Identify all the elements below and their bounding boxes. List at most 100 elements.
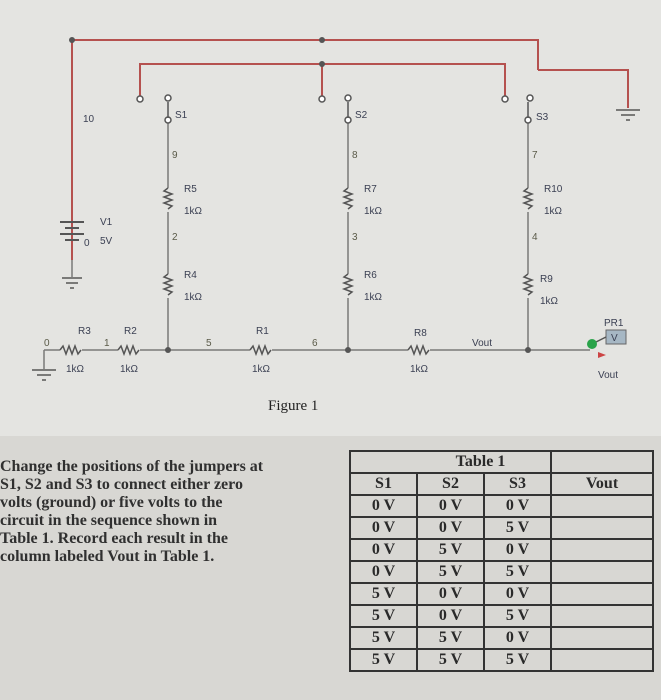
cell-s2: 5 V bbox=[416, 648, 485, 672]
cell-s1: 5 V bbox=[349, 648, 418, 672]
table-corner-cell bbox=[550, 450, 654, 473]
label-v1-value: 5V bbox=[100, 236, 113, 247]
cell-vout[interactable] bbox=[550, 604, 654, 628]
label-node5: 5 bbox=[206, 338, 212, 349]
junction-dot bbox=[165, 347, 171, 353]
wire-supply-rail bbox=[71, 39, 539, 260]
label-node8: 8 bbox=[352, 150, 358, 161]
probe-pr1 bbox=[587, 329, 627, 358]
label-r1: R1 bbox=[256, 326, 269, 337]
cell-vout[interactable] bbox=[550, 626, 654, 650]
figure-caption: Figure 1 bbox=[268, 398, 319, 414]
label-r4-value: 1kΩ bbox=[184, 292, 203, 303]
label-s1: S1 bbox=[175, 110, 188, 121]
label-r8-value: 1kΩ bbox=[410, 364, 429, 375]
cell-s1: 5 V bbox=[349, 626, 418, 650]
switch-s2-left-contact bbox=[344, 94, 352, 102]
header-s1: S1 bbox=[349, 472, 418, 496]
cell-s3: 0 V bbox=[483, 582, 552, 606]
wire-5v-branch bbox=[139, 63, 323, 96]
label-probe-vout: Vout bbox=[598, 370, 618, 381]
label-r7: R7 bbox=[364, 184, 377, 195]
label-node9: 9 bbox=[172, 150, 178, 161]
junction-dot bbox=[319, 37, 325, 43]
resistor-r5 bbox=[161, 187, 175, 210]
label-r3: R3 bbox=[78, 326, 91, 337]
label-vout-net: Vout bbox=[472, 338, 492, 349]
switch-s1-top-contact bbox=[136, 95, 144, 103]
switch-s3-top-contact bbox=[501, 95, 509, 103]
junction-dot bbox=[69, 37, 75, 43]
cell-s2: 5 V bbox=[416, 626, 485, 650]
label-r10: R10 bbox=[544, 184, 563, 195]
resistor-r1 bbox=[249, 343, 272, 357]
resistor-r9 bbox=[521, 273, 535, 296]
label-node3: 3 bbox=[352, 232, 358, 243]
cell-s3: 5 V bbox=[483, 604, 552, 628]
table-title-cell: Table 1 bbox=[349, 450, 552, 473]
label-r5-value: 1kΩ bbox=[184, 206, 203, 217]
resistor-r3 bbox=[59, 343, 82, 357]
battery-v1 bbox=[60, 221, 84, 241]
cell-vout[interactable] bbox=[550, 582, 654, 606]
label-r9-value: 1kΩ bbox=[540, 296, 559, 307]
label-node0: 0 bbox=[44, 338, 50, 349]
cell-s3: 0 V bbox=[483, 538, 552, 562]
label-node2: 2 bbox=[172, 232, 178, 243]
schematic-screen: 10 V1 5V 0 S1 S2 S3 9 8 7 2 3 4 R5 1kΩ R… bbox=[0, 0, 661, 436]
label-pr1: PR1 bbox=[604, 318, 624, 329]
table-header-row: S1 S2 S3 Vout bbox=[349, 472, 654, 496]
cell-s3: 5 V bbox=[483, 648, 552, 672]
label-r6: R6 bbox=[364, 270, 377, 281]
label-node4: 4 bbox=[532, 232, 538, 243]
cell-vout[interactable] bbox=[550, 648, 654, 672]
junction-dot bbox=[319, 61, 325, 67]
cell-vout[interactable] bbox=[550, 560, 654, 584]
cell-vout[interactable] bbox=[550, 494, 654, 518]
junction-dot bbox=[525, 347, 531, 353]
wire-5v-s3 bbox=[322, 63, 506, 96]
cell-s3: 5 V bbox=[483, 516, 552, 540]
cell-s1: 0 V bbox=[349, 494, 418, 518]
label-node6: 6 bbox=[312, 338, 318, 349]
cell-vout[interactable] bbox=[550, 516, 654, 540]
label-v1: V1 bbox=[100, 217, 113, 228]
resistor-r7 bbox=[341, 187, 355, 210]
wire-ground-right bbox=[538, 69, 629, 108]
cell-vout[interactable] bbox=[550, 538, 654, 562]
label-node7: 7 bbox=[532, 150, 538, 161]
label-r7-value: 1kΩ bbox=[364, 206, 383, 217]
cell-s1: 0 V bbox=[349, 538, 418, 562]
label-r1-value: 1kΩ bbox=[252, 364, 271, 375]
label-r5: R5 bbox=[184, 184, 197, 195]
label-r6-value: 1kΩ bbox=[364, 292, 383, 303]
header-s3: S3 bbox=[483, 472, 552, 496]
switch-s3-left-contact bbox=[526, 94, 534, 102]
ground-symbol-right bbox=[616, 109, 640, 121]
cell-s1: 0 V bbox=[349, 516, 418, 540]
label-r2: R2 bbox=[124, 326, 137, 337]
cell-s2: 5 V bbox=[416, 560, 485, 584]
header-vout: Vout bbox=[550, 472, 654, 496]
label-node1: 1 bbox=[104, 338, 110, 349]
resistor-r10 bbox=[521, 187, 535, 210]
cell-s2: 0 V bbox=[416, 582, 485, 606]
switch-s2-top-contact bbox=[318, 95, 326, 103]
ground-symbol-v1 bbox=[62, 277, 82, 289]
table-title: Table 1 bbox=[455, 453, 506, 470]
resistor-r2 bbox=[117, 343, 140, 357]
label-r10-value: 1kΩ bbox=[544, 206, 563, 217]
label-r4: R4 bbox=[184, 270, 197, 281]
cell-s1: 5 V bbox=[349, 604, 418, 628]
table-title-row: Table 1 bbox=[349, 450, 654, 473]
cell-s2: 0 V bbox=[416, 516, 485, 540]
resistor-r4 bbox=[161, 273, 175, 296]
